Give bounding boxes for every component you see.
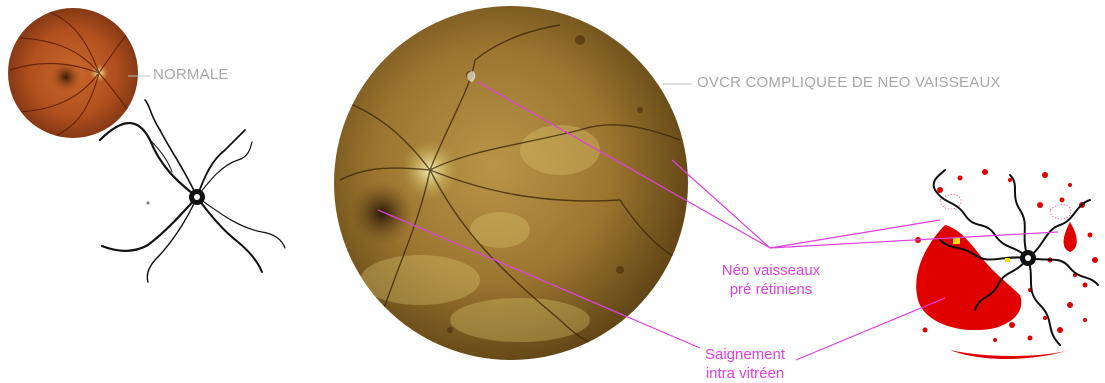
normal-fundus-photo — [8, 8, 138, 138]
ovcr-fundus-photo — [334, 6, 688, 360]
neovessels-label: Néo vaisseaux pré rétiniens — [706, 261, 836, 299]
hemorrhage-label-line1: Saignement — [680, 345, 810, 364]
hemorrhage-label-line2: intra vitréen — [680, 364, 810, 383]
ovcr-label: OVCR COMPLIQUEE DE NEO VAISSEAUX — [697, 74, 1001, 91]
hemorrhage-label: Saignement intra vitréen — [680, 345, 810, 383]
neovessels-label-line2: pré rétiniens — [706, 280, 836, 299]
normal-label: NORMALE — [153, 66, 229, 83]
ovcr-schematic — [915, 169, 1098, 359]
neovessels-label-line1: Néo vaisseaux — [706, 261, 836, 280]
normal-macula-dot — [147, 202, 150, 205]
